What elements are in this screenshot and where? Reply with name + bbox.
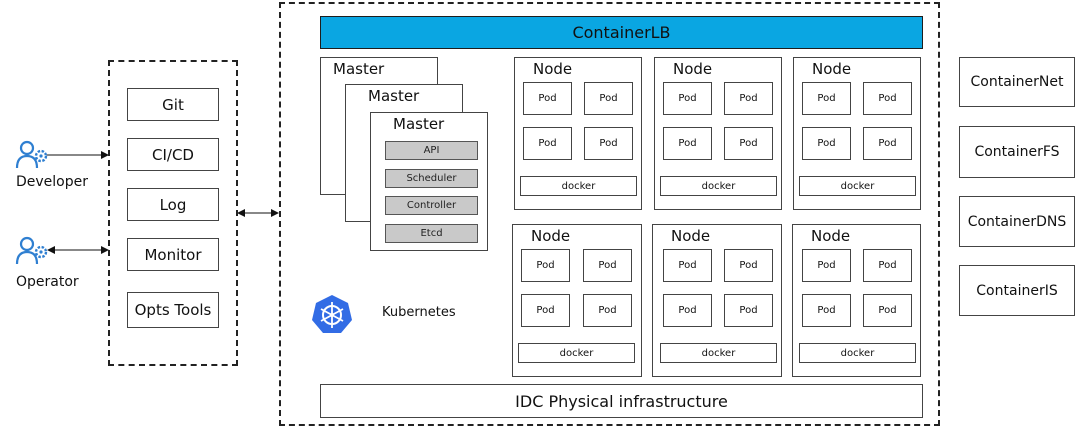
docker: docker: [518, 343, 635, 363]
docker: docker: [660, 176, 777, 196]
pod: Pod: [663, 82, 712, 115]
pod: Pod: [663, 294, 712, 327]
node-title: Node: [533, 60, 573, 78]
pod: Pod: [802, 82, 851, 115]
service-container-is: ContainerIS: [959, 265, 1075, 316]
container-lb: ContainerLB: [320, 16, 923, 49]
node: Node Pod Pod Pod Pod docker: [793, 57, 921, 210]
docker: docker: [799, 343, 916, 363]
node-title: Node: [812, 60, 852, 78]
pod: Pod: [521, 249, 570, 282]
pod: Pod: [523, 127, 572, 160]
person-gear-icon: [14, 138, 50, 172]
node-title: Node: [673, 60, 713, 78]
developer-label: Developer: [16, 174, 89, 190]
component-scheduler: Scheduler: [385, 169, 478, 188]
master-title: Master: [393, 115, 445, 133]
pod: Pod: [863, 127, 912, 160]
tool-cicd: CI/CD: [127, 138, 219, 171]
pod: Pod: [724, 249, 773, 282]
kubernetes-helm-icon: [311, 294, 353, 334]
master-title: Master: [333, 60, 385, 78]
pod: Pod: [663, 249, 712, 282]
node: Node Pod Pod Pod Pod docker: [512, 224, 642, 377]
pod: Pod: [584, 127, 633, 160]
tool-opts-tools: Opts Tools: [127, 292, 219, 328]
component-etcd: Etcd: [385, 224, 478, 243]
docker: docker: [520, 176, 637, 196]
pod: Pod: [583, 249, 632, 282]
service-container-dns: ContainerDNS: [959, 196, 1075, 247]
master-title: Master: [368, 87, 420, 105]
pod: Pod: [583, 294, 632, 327]
node: Node Pod Pod Pod Pod docker: [654, 57, 782, 210]
component-api: API: [385, 141, 478, 160]
node: Node Pod Pod Pod Pod docker: [652, 224, 782, 377]
pod: Pod: [724, 127, 773, 160]
idc-physical-infrastructure: IDC Physical infrastructure: [320, 384, 923, 418]
node-title: Node: [811, 227, 851, 245]
node: Node Pod Pod Pod Pod docker: [792, 224, 921, 377]
master-3: Master API Scheduler Controller Etcd: [370, 112, 488, 251]
pod: Pod: [584, 82, 633, 115]
tool-log: Log: [127, 188, 219, 221]
pod: Pod: [863, 249, 912, 282]
service-container-fs: ContainerFS: [959, 126, 1075, 178]
person-gear-icon: [14, 234, 50, 268]
pod: Pod: [663, 127, 712, 160]
pod: Pod: [863, 294, 912, 327]
component-controller: Controller: [385, 196, 478, 215]
pod: Pod: [802, 294, 851, 327]
tool-git: Git: [127, 88, 219, 121]
developer: Developer: [8, 136, 98, 196]
pod: Pod: [724, 294, 773, 327]
pod: Pod: [802, 127, 851, 160]
docker: docker: [660, 343, 777, 363]
kubernetes-label: Kubernetes: [382, 305, 456, 320]
node: Node Pod Pod Pod Pod docker: [514, 57, 642, 210]
docker: docker: [799, 176, 916, 196]
pod: Pod: [521, 294, 570, 327]
node-title: Node: [671, 227, 711, 245]
operator-label: Operator: [16, 274, 79, 290]
pod: Pod: [802, 249, 851, 282]
cluster-panel: [279, 2, 940, 426]
pod: Pod: [863, 82, 912, 115]
node-title: Node: [531, 227, 571, 245]
service-container-net: ContainerNet: [959, 57, 1075, 107]
pod: Pod: [523, 82, 572, 115]
operator: Operator: [8, 232, 98, 292]
tools-panel: [108, 60, 238, 366]
tool-monitor: Monitor: [127, 238, 219, 271]
pod: Pod: [724, 82, 773, 115]
